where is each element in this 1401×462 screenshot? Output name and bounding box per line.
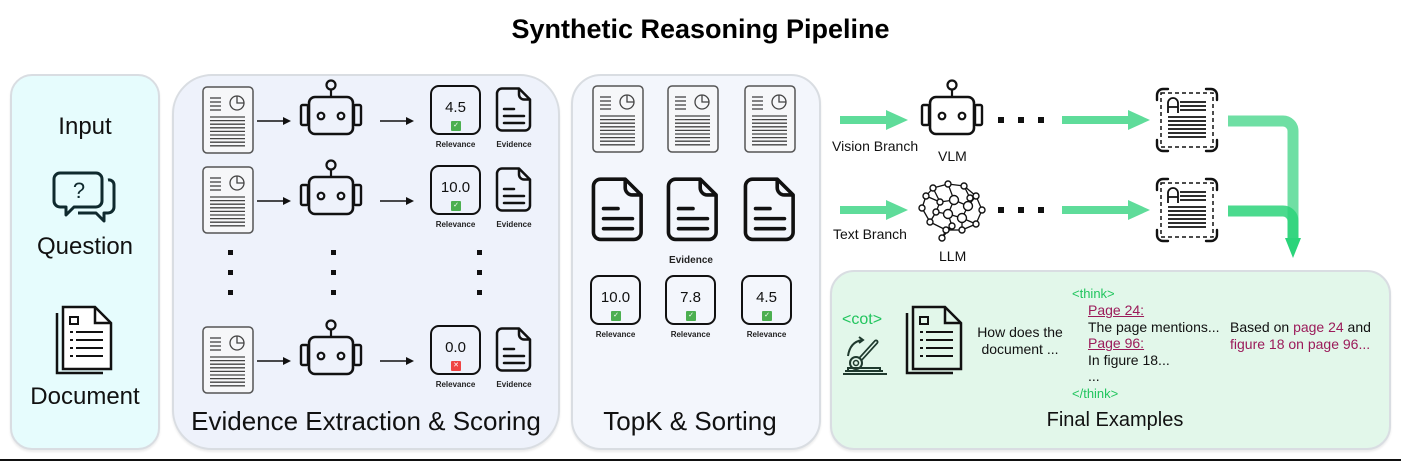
relevance-score-value: 4.5 [445,99,466,116]
cross-icon: ✕ [451,361,461,371]
question-line: How does the [977,324,1063,340]
llm-label: LLM [939,248,967,264]
think-line: Page 96: [1088,335,1145,351]
relevance-label: Relevance [435,220,476,229]
robot-model-icon [920,79,984,136]
check-icon: ✓ [611,311,621,321]
branch-arrow-icon [1062,110,1150,130]
think-line: Page 24: [1088,302,1145,318]
merge-arrow-icon [1228,115,1301,258]
think-body: Page 24: The page mentions... Page 96: I… [1088,302,1220,385]
answer-ref-page: page 24 [1293,319,1344,335]
answer-ref-figure: figure 18 on page 96... [1230,336,1371,352]
branch-arrow-icon [840,110,908,130]
vision-branch-label: Vision Branch [832,138,919,154]
vertical-ellipsis-icon [228,250,233,295]
document-stack-icon [905,305,963,375]
answer-prefix: Based on [1230,319,1294,335]
page-thumbnail-icon [202,86,254,154]
think-line: In figure 18... [1088,351,1170,368]
text-branch-label: Text Branch [833,226,907,242]
check-icon: ✓ [686,311,696,321]
relevance-score-box: 10.0 ✓ [590,275,641,325]
page-thumbnail-icon [202,326,254,394]
question-label: Question [36,233,134,260]
relevance-score-value: 4.5 [756,289,777,306]
evidence-label: Evidence [496,220,532,229]
input-heading: Input [58,113,112,140]
branch-arrow-icon [1062,200,1150,220]
question-text: How does the document ... [972,324,1068,358]
relevance-label: Relevance [435,140,476,149]
svg-text:?: ? [73,178,85,203]
relevance-score-box: 4.5 ✓ [741,275,792,325]
think-open-tag: <think> [1072,286,1115,301]
check-icon: ✓ [762,311,772,321]
input-panel [10,74,160,450]
flow-arrow-icon [257,357,291,365]
question-line: document ... [981,341,1059,357]
evidence-document-icon [666,177,718,242]
evidence-document-icon [495,167,532,212]
question-chat-icon: ? [52,171,116,223]
evidence-document-icon [591,177,643,242]
page-thumbnail-icon [202,166,254,234]
page-thumbnail-icon [667,85,719,153]
think-line: The page mentions... [1088,318,1220,335]
page-thumbnail-icon [592,85,644,153]
page-title: Synthetic Reasoning Pipeline [511,14,890,44]
evidence-document-icon [495,327,532,372]
extraction-title: Evidence Extraction & Scoring [191,406,541,436]
vlm-label: VLM [938,148,967,164]
horizontal-ellipsis-icon [998,117,1044,123]
relevance-score-value: 0.0 [445,339,466,356]
lever-stamp-icon [843,336,887,375]
vertical-ellipsis-icon [477,250,482,295]
flow-arrow-icon [380,357,414,365]
scanned-document-icon [1155,87,1219,153]
topk-evidence-label: Evidence [669,255,713,266]
relevance-score-box: 10.0 ✓ [430,165,481,215]
relevance-score-box: 7.8 ✓ [665,275,716,325]
relevance-label: Relevance [670,330,711,339]
flow-arrow-icon [380,197,414,205]
robot-model-icon [299,159,363,216]
document-stack-icon [55,305,113,375]
relevance-score-box: 4.5 ✓ [430,85,481,135]
think-line: ... [1088,368,1100,384]
scanned-document-icon [1155,177,1219,243]
bottom-rule [0,459,1401,461]
evidence-label: Evidence [496,380,532,389]
final-examples-title: Final Examples [1046,409,1184,431]
page-thumbnail-icon [744,85,796,153]
check-icon: ✓ [451,201,461,211]
relevance-score-box: 0.0 ✕ [430,325,481,375]
horizontal-ellipsis-icon [998,207,1044,213]
cot-tag: <cot> [842,311,883,328]
relevance-label: Relevance [746,330,787,339]
relevance-label: Relevance [595,330,636,339]
topk-title: TopK & Sorting [603,406,777,436]
check-icon: ✓ [451,121,461,131]
answer-text: Based on page 24 and figure 18 on page 9… [1230,319,1371,353]
document-label: Document [30,383,140,410]
evidence-label: Evidence [496,140,532,149]
evidence-document-icon [743,177,795,242]
relevance-score-value: 7.8 [680,289,701,306]
vertical-ellipsis-icon [331,250,336,295]
think-close-tag: </think> [1072,386,1119,401]
flow-arrow-icon [257,117,291,125]
relevance-label: Relevance [435,380,476,389]
relevance-score-value: 10.0 [440,179,471,196]
neural-brain-icon [918,180,986,242]
robot-model-icon [299,319,363,376]
evidence-document-icon [495,87,532,132]
branch-arrow-icon [840,200,908,220]
robot-model-icon [299,79,363,136]
flow-arrow-icon [380,117,414,125]
flow-arrow-icon [257,197,291,205]
relevance-score-value: 10.0 [600,289,631,306]
answer-mid: and [1343,319,1371,335]
